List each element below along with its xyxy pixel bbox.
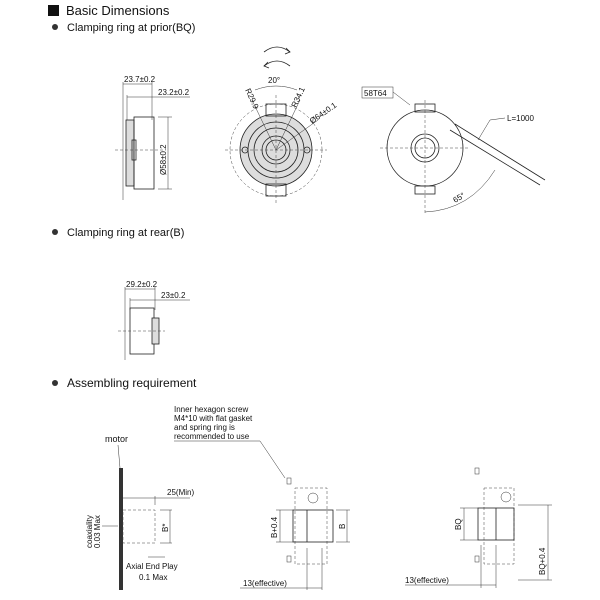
dim-bq-hole: BQ+0.4 <box>538 547 547 575</box>
svg-text:Inner hexagon screw: Inner hexagon screw <box>174 405 248 414</box>
coaxiality-value: 0.03 Max <box>93 515 102 548</box>
model-label: 58T64 <box>364 89 387 98</box>
axial-play-label: Axial End Play <box>126 562 178 571</box>
bullet-icon <box>52 380 58 386</box>
section-label-prior: Clamping ring at prior(BQ) <box>67 22 195 34</box>
dim-angle-front: 20° <box>268 76 280 85</box>
dim-overall-prior: 23.7±0.2 <box>124 75 156 84</box>
dim-b: B <box>338 524 347 529</box>
page-title: Basic Dimensions <box>66 3 170 18</box>
svg-text:and spring ring is: and spring ring is <box>174 423 235 432</box>
svg-text:recommended to use: recommended to use <box>174 432 250 441</box>
screw-note: Inner hexagon screw M4*10 with flat gask… <box>174 405 286 479</box>
dim-r-inner: R29.9 <box>243 87 260 111</box>
dim-bq: BQ <box>454 518 463 530</box>
bullet-icon <box>52 229 58 235</box>
side-view-rear <box>118 287 190 360</box>
front-view-prior <box>225 46 327 205</box>
cable-angle-label: 65° <box>452 191 467 205</box>
axial-play-value: 0.1 Max <box>139 573 167 582</box>
cable-view <box>361 86 546 215</box>
bullet-icon <box>52 24 58 30</box>
side-view-prior <box>115 82 190 200</box>
shaft-diameter: B* <box>161 524 170 532</box>
dim-body-rear: 23±0.2 <box>161 291 186 300</box>
cable-length-label: L=1000 <box>507 114 534 123</box>
shaft-drawing <box>102 444 190 590</box>
dim-r-outer: R34.1 <box>290 85 307 109</box>
section-label-rear: Clamping ring at rear(B) <box>67 227 184 239</box>
effective-length-bq: 13(effective) <box>405 576 449 585</box>
effective-length-b: 13(effective) <box>243 579 287 588</box>
coaxiality-label: coaxiality <box>85 515 94 548</box>
section-square-icon <box>48 5 59 16</box>
dim-diameter-prior: Ø58±0.2 <box>159 144 168 175</box>
shaft-min-length: 25(Min) <box>167 488 194 497</box>
dim-b-hole: B+0.4 <box>270 516 279 538</box>
motor-label: motor <box>105 434 128 444</box>
section-label-assembly: Assembling requirement <box>67 376 197 390</box>
dim-body-prior: 23.2±0.2 <box>158 88 190 97</box>
assembly-view-bq <box>405 467 552 588</box>
dim-overall-rear: 29.2±0.2 <box>126 280 158 289</box>
dim-diameter-front: Ø64±0.1 <box>308 100 339 125</box>
assembly-view-b <box>240 477 350 590</box>
svg-text:M4*10 with flat gasket: M4*10 with flat gasket <box>174 414 253 423</box>
